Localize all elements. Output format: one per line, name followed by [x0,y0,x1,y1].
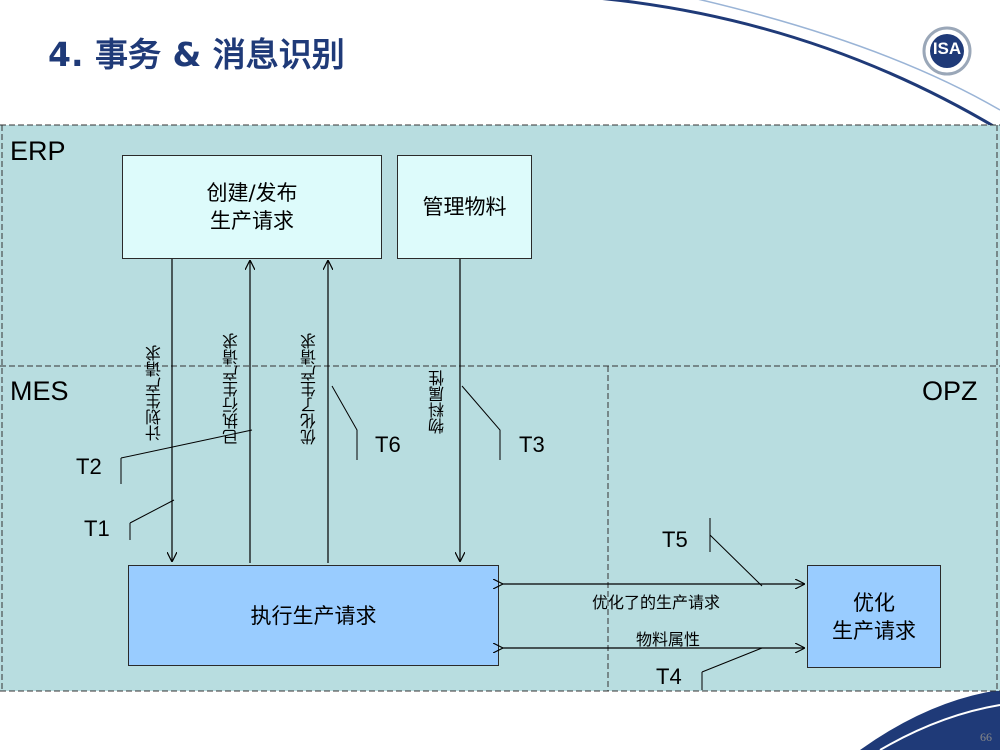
transaction-label-t2: T2 [76,454,102,479]
callout-t5 [709,518,763,587]
isa-logo: ISA [922,26,972,76]
callout-t3 [461,385,501,460]
box-manage-material-label: 管理物料 [422,195,507,219]
transaction-label-t3: T3 [519,432,545,457]
flow-label-planned-text: 计划生产请求 [145,345,164,441]
callout-t2 [120,429,253,484]
transaction-label-t6: T6 [375,432,401,457]
isa-logo-icon [922,26,972,76]
box-create-release-line2: 生产请求 [209,209,294,233]
flow-label-optimized-text: 优化了生产请求 [300,333,319,445]
flow-label-planned: 计划生产请求 [145,345,164,441]
box-execute-label: 执行生产请求 [250,603,377,628]
transaction-label-t1: T1 [84,516,110,541]
page-number: 66 [980,730,992,744]
zone-label-opz: OPZ [922,376,978,406]
flow-label-executed-text: 已执行生产请求 [222,333,241,445]
box-manage-material: 管理物料 [397,155,532,259]
flow-label-optimized-request: 优化了的生产请求 [592,593,721,612]
page-title: 4. 事务 & 消息识别 [48,35,345,74]
box-optimize-request: 优化 生产请求 [807,565,941,668]
box-optimize-line1: 优化 [853,590,895,615]
flow-label-optimized: 优化了生产请求 [300,333,319,445]
callout-t1 [129,499,175,540]
callout-t6 [331,385,358,460]
zone-label-erp: ERP [10,136,66,166]
box-create-release-line1: 创建/发布 [206,181,298,205]
flow-label-material-attr-text: 物料属性 [428,370,447,434]
box-create-release-request: 创建/发布 生产请求 [122,155,382,259]
box-execute-request: 执行生产请求 [128,565,499,666]
transaction-label-t5: T5 [662,527,688,552]
callout-t4 [701,647,763,690]
flow-label-executed: 已执行生产请求 [222,333,241,445]
box-optimize-line2: 生产请求 [832,618,916,643]
isa-logo-text: ISA [932,39,962,58]
flow-label-material-attr: 物料属性 [428,370,447,434]
transaction-label-t4: T4 [656,664,682,689]
flow-label-material-property: 物料属性 [636,630,701,649]
zone-label-mes: MES [10,376,69,406]
